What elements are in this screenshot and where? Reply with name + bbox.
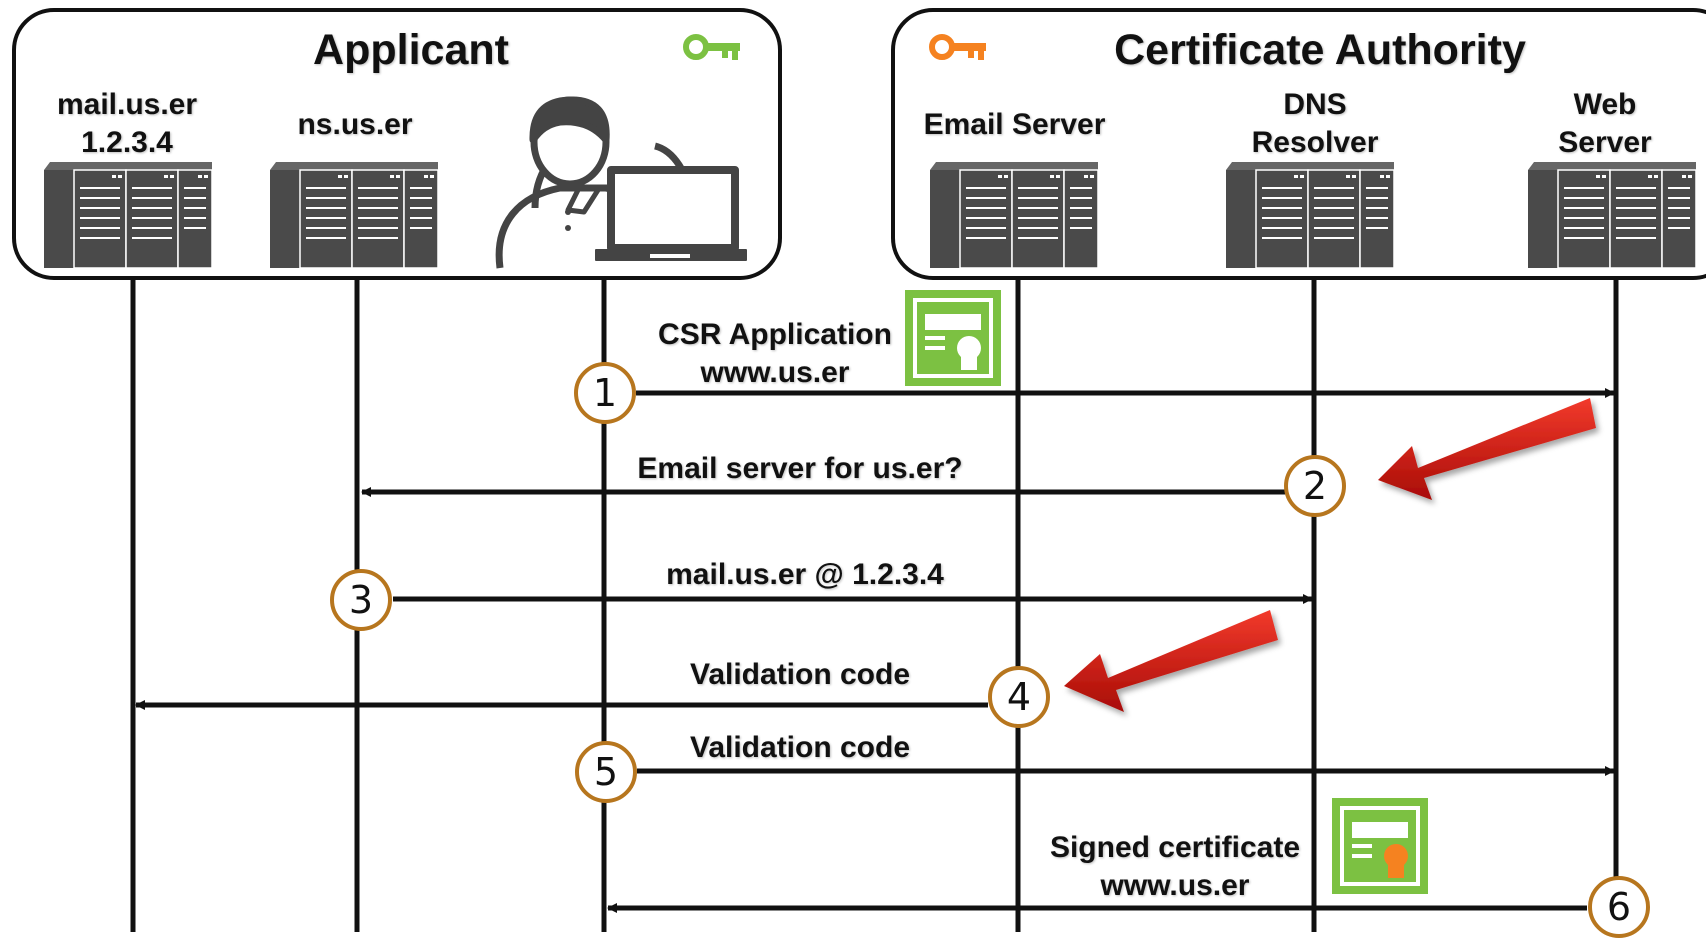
step-5-badge: 5 xyxy=(575,741,637,803)
server-icon xyxy=(269,161,439,269)
web-server-line2: Server xyxy=(1558,126,1652,159)
certificate-icon xyxy=(905,290,1001,386)
certificate-icon xyxy=(1332,798,1428,894)
step-4-badge: 4 xyxy=(988,666,1050,728)
ns-server-label: ns.us.er xyxy=(297,108,413,141)
mail-server-ip: 1.2.3.4 xyxy=(81,126,173,159)
highlight-arrow-icon xyxy=(1378,398,1596,500)
email-server-label: Email Server xyxy=(923,108,1106,141)
msg-2-label: Email server for us.er? xyxy=(637,452,963,485)
applicant-title: Applicant xyxy=(313,26,509,74)
msg-6-label: Signed certificate www.us.er xyxy=(1040,829,1310,905)
step-1-badge: 1 xyxy=(574,362,636,424)
msg-6-line2: www.us.er xyxy=(1100,869,1250,902)
highlight-arrow-icon xyxy=(1064,610,1278,712)
msg-4-label: Validation code xyxy=(689,658,911,691)
server-icon xyxy=(43,161,213,269)
dns-resolver-line2: Resolver xyxy=(1251,126,1379,159)
msg-5-label: Validation code xyxy=(689,731,911,764)
mail-server-name: mail.us.er xyxy=(56,88,198,121)
server-icon xyxy=(1225,161,1395,269)
msg-6-line1: Signed certificate xyxy=(1049,831,1301,864)
step-2-badge: 2 xyxy=(1284,455,1346,517)
web-server-line1: Web xyxy=(1573,88,1637,121)
msg-1-line2: www.us.er xyxy=(700,356,850,389)
msg-1-line1: CSR Application xyxy=(658,318,892,351)
server-icon xyxy=(929,161,1099,269)
server-icon xyxy=(1527,161,1697,269)
msg-1-label: CSR Application www.us.er xyxy=(640,316,910,392)
user-with-laptop-icon xyxy=(495,96,747,269)
step-3-badge: 3 xyxy=(330,569,392,631)
dns-resolver-line1: DNS xyxy=(1283,88,1347,121)
msg-3-label: mail.us.er @ 1.2.3.4 xyxy=(666,558,944,591)
dns-resolver-label: DNS Resolver xyxy=(1230,86,1400,162)
mail-server-label: mail.us.er 1.2.3.4 xyxy=(32,86,222,162)
step-6-badge: 6 xyxy=(1588,876,1650,938)
ca-title: Certificate Authority xyxy=(1114,26,1526,74)
web-server-label: Web Server xyxy=(1540,86,1670,162)
